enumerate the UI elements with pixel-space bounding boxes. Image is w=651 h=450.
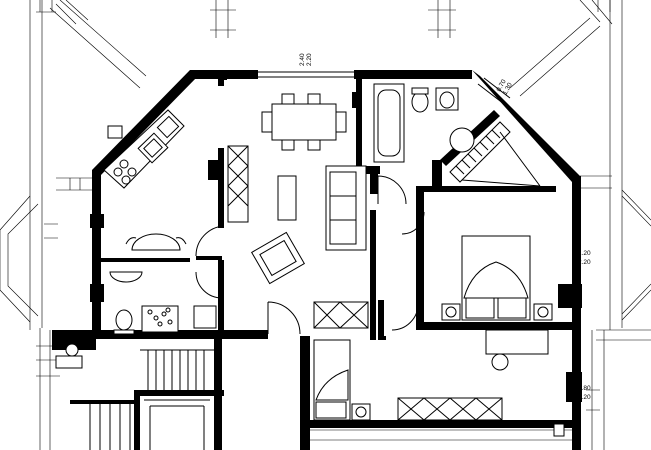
- dim-height: 2.20: [306, 53, 313, 66]
- dim-height: 2.20: [578, 394, 591, 401]
- dim-width: 0.80: [578, 385, 591, 392]
- dim-height: 2.20: [578, 259, 591, 266]
- windows: [93, 71, 580, 285]
- bathroom: [373, 77, 541, 235]
- stairwell: [55, 343, 214, 450]
- window-dim-bedroom: 1.20 2.20: [578, 250, 591, 266]
- window-dim-lower: 0.80 2.20: [578, 385, 591, 401]
- bedroom: [391, 235, 553, 371]
- window-dim-bath: 0.70 1.30: [496, 78, 514, 96]
- dim-width: 2.40: [299, 53, 306, 66]
- window-dim-top: 2.40 2.20: [299, 53, 313, 66]
- small-bedroom: [310, 339, 580, 441]
- kitchen: [103, 109, 217, 335]
- living-dining: [195, 93, 369, 335]
- dim-width: 1.20: [578, 250, 591, 257]
- walls: [52, 70, 582, 450]
